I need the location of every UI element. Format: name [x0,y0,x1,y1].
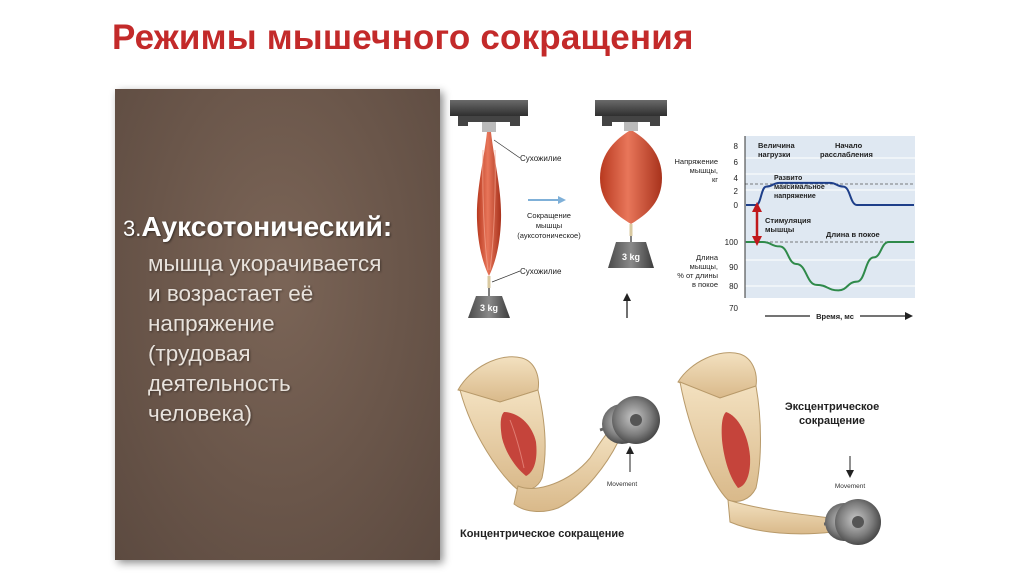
tension-length-chart: 8 6 4 2 0 100 90 80 70 Напряжение мышцы,… [675,136,916,322]
eccentric-arm: Эксцентрическое сокращение Movement [678,353,881,545]
ceiling-bar [450,100,528,116]
stimulation-label-line: мышцы [765,225,794,234]
length-tick: 70 [729,304,738,313]
description-line: деятельность [148,369,438,399]
ceiling-bar [595,100,667,116]
tension-tick: 4 [734,174,739,183]
length-tick: 90 [729,263,738,272]
arrow-down-icon [846,470,854,478]
tension-ylabel-line: Напряжение [675,157,719,166]
concentric-arm: Movement Концентрическое сокращение [458,357,660,540]
chart-annotation: нагрузки [758,150,791,159]
contracted-muscle [600,131,662,224]
upper-tick-group: 8 6 4 2 0 [734,142,739,210]
mode-heading: 3.Ауксотонический: [123,211,392,243]
contraction-label-line: (ауксотоническое) [517,231,581,240]
length-ylabel-line: в покое [692,280,718,289]
chart-annotation: расслабления [820,150,873,159]
length-ylabel-line: Длина [696,253,719,262]
arrow-up-icon [626,446,634,454]
mode-number: 3. [123,216,141,241]
mode-description: мышца укорачивается и возрастает её напр… [148,249,438,429]
relaxed-muscle [477,132,501,276]
contraction-label-line: мышцы [536,221,562,230]
tendon-top-label: Сухожилие [520,154,562,163]
description-line: напряжение [148,309,438,339]
tendon-bottom-label: Сухожилие [520,267,562,276]
movement-label: Movement [607,481,638,488]
arrow-right-icon [905,312,913,320]
tension-tick: 6 [734,158,739,167]
tension-ylabel-line: мышцы, [690,166,718,175]
arrow-right-icon [558,196,566,204]
length-tick: 80 [729,282,738,291]
chart-annotation: напряжение [774,193,816,200]
contraction-label-line: Сокращение [527,211,571,220]
tension-tick: 2 [734,187,739,196]
stimulation-label-line: Стимуляция [765,216,811,225]
contraction-arrow-group: Сокращение мышцы (ауксотоническое) [517,196,581,240]
description-line: и возрастает её [148,279,438,309]
chart-annotation: Величина [758,141,795,150]
weight-left-label: 3 kg [480,303,498,313]
muscle-figure: 3 kg Сухожилие Сухожилие Сокращение мышц… [440,90,924,560]
description-line: человека) [148,399,438,429]
lower-tick-group: 100 90 80 70 [725,238,739,313]
relaxed-muscle-setup: 3 kg Сухожилие Сухожилие [450,100,562,318]
description-line: (трудовая [148,339,438,369]
clamp-block [482,122,496,132]
tension-tick: 8 [734,142,739,151]
slide-title: Режимы мышечного сокращения [112,18,694,58]
chart-annotation: Длина в покое [826,230,880,239]
tension-ylabel-line: кг [712,175,718,184]
concentric-label: Концентрическое сокращение [460,528,624,540]
chart-annotation: максимальное [774,184,825,191]
mode-name: Ауксотонический: [141,211,392,242]
tension-tick: 0 [734,201,739,210]
time-axis-label: Время, мс [816,312,854,321]
length-tick: 100 [725,238,739,247]
text-panel: 3.Ауксотонический: мышца укорачивается и… [115,89,440,560]
chart-annotation: Развито [774,175,802,182]
weight-right-label: 3 kg [622,252,640,262]
length-ylabel-line: % от длины [677,271,718,280]
movement-label: Movement [835,483,866,490]
description-line: мышца укорачивается [148,249,438,279]
eccentric-label-line: сокращение [799,415,865,427]
length-ylabel-line: мышцы, [690,262,718,271]
contracted-muscle-setup: 3 kg [595,100,667,318]
chart-annotation: Начало [835,141,863,150]
eccentric-label-line: Эксцентрическое [785,401,879,413]
arrow-up-icon [623,293,631,301]
